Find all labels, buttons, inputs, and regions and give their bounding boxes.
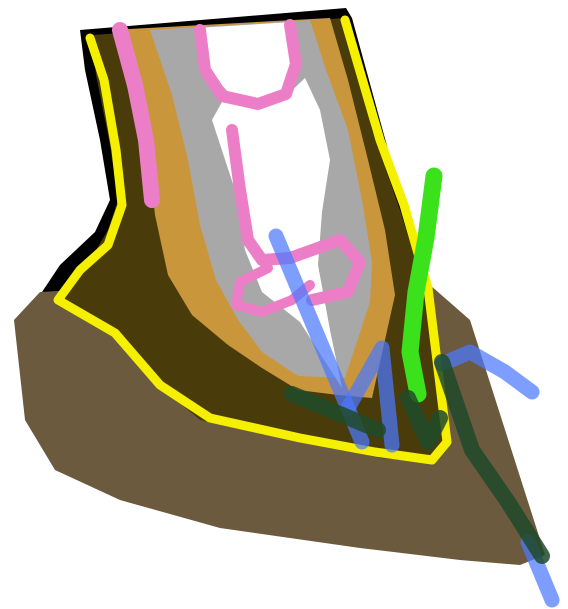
anatomical-hoof-drawing [0, 0, 568, 609]
